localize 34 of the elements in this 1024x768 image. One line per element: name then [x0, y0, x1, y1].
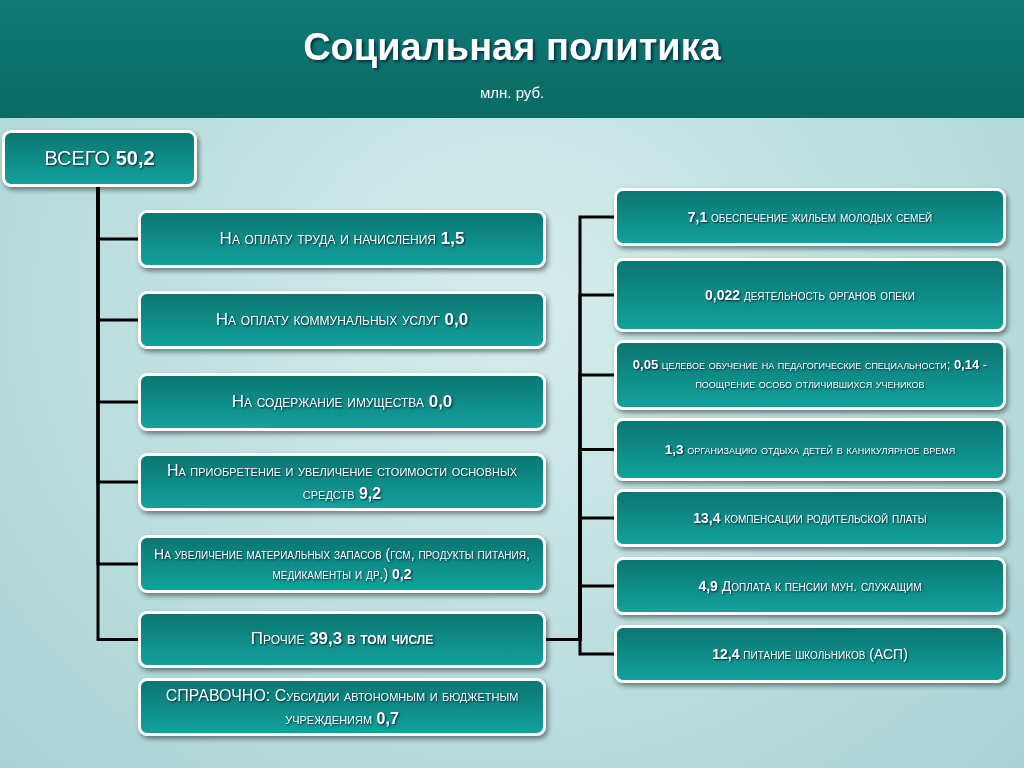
box-text: На оплату труда и начисления 1,5 [219, 227, 465, 250]
box-text: На оплату коммунальных услуг 0,0 [215, 308, 469, 331]
box-text: ВСЕГО 50,2 [44, 146, 155, 171]
box-text: 0,05 целевое обучение на педагогические специальности; 0,14 - поощрение особо отличившихся учеников [631, 356, 989, 393]
category-box [138, 678, 546, 736]
category-box [614, 557, 1006, 615]
connector-line [546, 638, 614, 656]
category-box [614, 258, 1006, 332]
category-box [614, 489, 1006, 547]
unit-label: млн. руб. [480, 84, 545, 101]
box-text: На увеличение материальных запасов (гсм, продукты питания, медикаменты и др.) 0,2 [153, 544, 531, 584]
box-text: СПРАВОЧНО: Субсидии автономным и бюджетным учреждениям 0,7 [164, 685, 520, 729]
category-box [614, 625, 1006, 683]
category-box [138, 373, 546, 431]
box-text: 7,1 обеспечение жильем молодых семей [687, 207, 933, 227]
category-box [138, 453, 546, 511]
box-text: На содержание имущества 0,0 [231, 390, 453, 413]
title: Социальная политика [302, 26, 722, 69]
box-text: Прочие 39,3 в том числе [250, 628, 434, 651]
box-text: 13,4 компенсации родительской платы [693, 508, 927, 528]
category-box [138, 291, 546, 349]
box-text: На приобретение и увеличение стоимости основных средств 9,2 [165, 460, 519, 504]
box-text: 0,022 деятельность органов опеки [705, 285, 915, 305]
box-text: 1,3 организацию отдыха детей в каникулярное время [664, 440, 956, 459]
connector-line [96, 187, 138, 641]
category-box [138, 210, 546, 268]
category-box [614, 340, 1006, 410]
category-box [2, 130, 197, 187]
category-box [614, 418, 1006, 481]
category-box [614, 188, 1006, 246]
category-box [138, 535, 546, 593]
box-text: 12,4 питание школьников (АСП) [712, 644, 908, 664]
category-box [138, 611, 546, 668]
box-text: 4,9 Доплата к пенсии мун. служащим [698, 576, 922, 596]
